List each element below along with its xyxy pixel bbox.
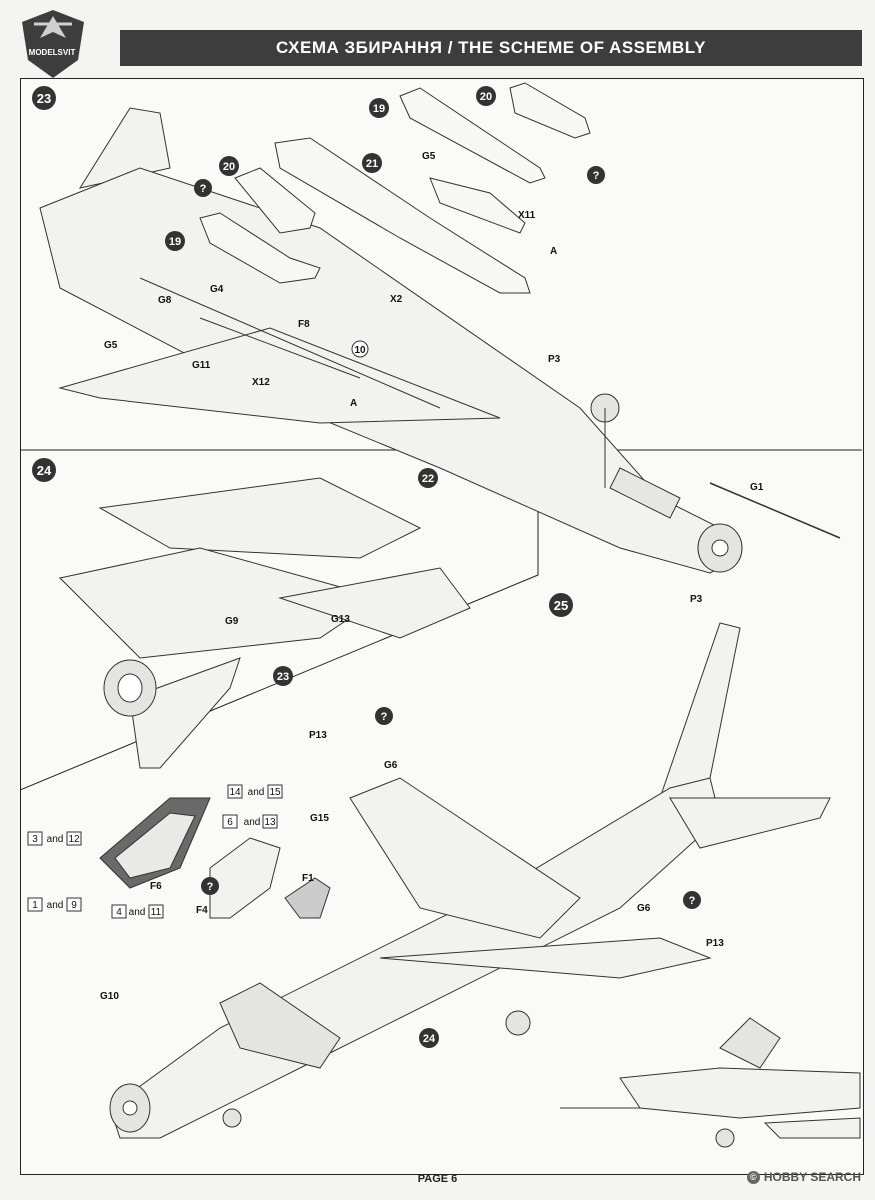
svg-text:and: and <box>47 900 64 911</box>
part-22-label: 22 <box>422 473 434 485</box>
part-19b-label: 19 <box>169 236 181 248</box>
part-20a-badge <box>476 86 496 106</box>
question-icon-e <box>683 891 701 909</box>
label-f8: F8 <box>298 319 310 330</box>
part-21-label: 21 <box>366 158 378 170</box>
question-icon-c <box>375 707 393 725</box>
watermark-text: HOBBY SEARCH <box>763 1170 861 1184</box>
label-p3-25: P3 <box>690 594 703 605</box>
svg-text:?: ? <box>200 183 207 195</box>
step-23-number: 23 <box>37 91 51 106</box>
svg-text:9: 9 <box>71 900 77 911</box>
part-19a-badge <box>369 98 389 118</box>
label-x12: X12 <box>252 377 270 388</box>
question-icon-b <box>194 179 212 197</box>
svg-text:3: 3 <box>32 834 38 845</box>
svg-text:4: 4 <box>116 907 122 918</box>
part-19a-label: 19 <box>373 103 385 115</box>
svg-text:and: and <box>129 907 146 918</box>
label-g10: G10 <box>100 991 119 1002</box>
modelsvit-logo <box>22 10 84 78</box>
copyright-icon: © <box>746 1170 760 1184</box>
label-a2: A <box>350 398 357 409</box>
svg-text:and: and <box>248 787 265 798</box>
label-f4: F4 <box>196 905 208 916</box>
page-title: СХЕМА ЗБИРАННЯ / THE SCHEME OF ASSEMBLY <box>120 30 862 66</box>
part-20a-label: 20 <box>480 91 492 103</box>
label-g11: G11 <box>192 360 211 371</box>
label-g8: G8 <box>158 295 172 306</box>
svg-text:?: ? <box>593 170 600 182</box>
part-ref-4-11: 4 and 11 <box>111 904 164 919</box>
assembly-drawing: 23 19 20 21 19 20 22 10 ? ? G5 X11 A G4 … <box>20 82 862 1148</box>
svg-text:?: ? <box>207 881 214 893</box>
part-ref-14-15: 14 and 15 <box>227 784 283 799</box>
ref-24-badge <box>419 1028 439 1048</box>
part-ref-1-9: 1 and 9 <box>27 897 82 912</box>
step-23-badge <box>32 86 56 110</box>
part-20b-badge <box>219 156 239 176</box>
logo-text: MODELSVIT <box>28 48 76 57</box>
label-g5a: G5 <box>422 151 436 162</box>
page-number: PAGE 6 <box>417 1173 458 1185</box>
label-f1: F1 <box>302 873 314 884</box>
question-icon-a <box>587 166 605 184</box>
step25-canopy-parts <box>99 797 341 1069</box>
label-f6: F6 <box>150 881 162 892</box>
label-g4: G4 <box>210 284 224 295</box>
label-p13a: P13 <box>309 730 327 741</box>
step23-stores <box>199 82 591 294</box>
step25-inset-aircraft <box>560 1017 861 1148</box>
step-24-badge <box>32 458 56 482</box>
label-g1: G1 <box>750 482 764 493</box>
label-g6a: G6 <box>384 760 398 771</box>
label-x11: X11 <box>518 210 536 221</box>
pitot-tube-g1 <box>709 482 841 539</box>
label-a1: A <box>550 246 557 257</box>
svg-text:and: and <box>244 817 261 828</box>
part-10-badge <box>351 340 369 358</box>
svg-text:15: 15 <box>269 787 281 798</box>
svg-text:1: 1 <box>32 900 38 911</box>
part-20b-label: 20 <box>223 161 235 173</box>
svg-text:?: ? <box>381 711 388 723</box>
step-24-number: 24 <box>37 463 52 478</box>
svg-text:and: and <box>47 834 64 845</box>
svg-text:13: 13 <box>264 817 276 828</box>
svg-text:12: 12 <box>68 834 80 845</box>
question-icon-d <box>201 877 219 895</box>
label-p13b: P13 <box>706 938 724 949</box>
step23-aircraft <box>39 107 743 574</box>
svg-text:11: 11 <box>151 907 162 918</box>
watermark: © HOBBY SEARCH <box>746 1170 861 1184</box>
svg-text:14: 14 <box>229 787 241 798</box>
part-ref-3-12: 3 and 12 <box>27 831 82 846</box>
part-19b-badge <box>165 231 185 251</box>
ref-23-label: 23 <box>277 671 289 683</box>
step-25-badge <box>549 593 573 617</box>
label-p3: P3 <box>548 354 561 365</box>
part-ref-6-13: 6 and 13 <box>222 814 278 829</box>
label-g9: G9 <box>225 616 239 627</box>
label-x2: X2 <box>390 294 403 305</box>
label-g5b: G5 <box>104 340 118 351</box>
ref-23-badge <box>273 666 293 686</box>
step24-aircraft <box>58 477 471 769</box>
part-10-label: 10 <box>354 345 366 356</box>
part-22-badge <box>418 468 438 488</box>
svg-text:6: 6 <box>227 817 233 828</box>
step-25-number: 25 <box>554 598 568 613</box>
svg-text:?: ? <box>689 895 696 907</box>
label-g6b: G6 <box>637 903 651 914</box>
part-21-badge <box>362 153 382 173</box>
label-g13: G13 <box>331 614 350 625</box>
ref-24-label: 24 <box>423 1033 436 1045</box>
label-g15: G15 <box>310 813 329 824</box>
